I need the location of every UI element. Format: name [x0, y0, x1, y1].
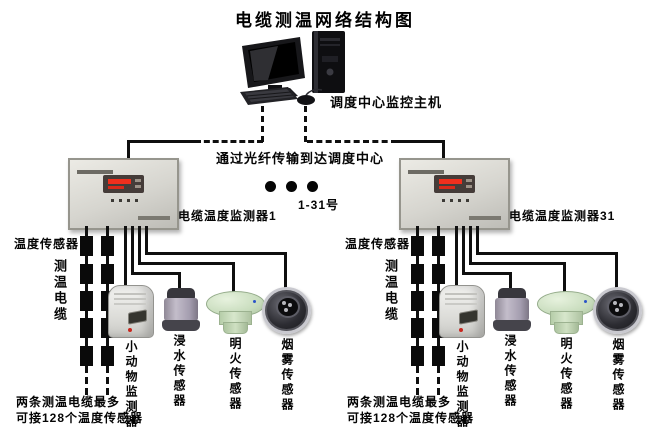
temperature-sensor-block	[101, 236, 114, 256]
connection-line-water	[178, 272, 181, 290]
capacity-note-line2: 可接128个温度传感器	[347, 411, 475, 425]
connection-line-animal	[455, 226, 458, 285]
temperature-sensor-block	[80, 236, 93, 256]
smoke-sensor-icon	[262, 287, 311, 334]
computer-icon	[240, 31, 345, 105]
water-sensor-icon	[493, 288, 531, 332]
connection-line-smoke	[615, 252, 618, 289]
measuring-cable	[432, 226, 445, 396]
flame-sensor-label: 明火传感器	[228, 337, 242, 412]
fiber-drop-monitor-31	[442, 140, 445, 159]
fiber-line-left-drop	[261, 106, 264, 142]
flame-sensor-icon	[537, 291, 596, 334]
temperature-monitor-device	[68, 158, 179, 230]
pir-sensor-icon	[439, 285, 485, 338]
smoke-sensor-label: 烟雾传感器	[280, 338, 294, 413]
ellipsis-label: 1-31号	[298, 198, 340, 212]
ellipsis-dot	[286, 181, 297, 192]
measuring-cable-label: 测温电缆	[52, 259, 67, 323]
connection-line-water	[462, 226, 465, 275]
connection-line-water	[462, 272, 512, 275]
temperature-sensor-block	[432, 236, 445, 256]
temperature-sensor-block	[432, 346, 445, 366]
fiber-line-right-dashed	[307, 140, 397, 143]
measuring-cable	[411, 226, 424, 396]
device-buttons	[111, 199, 114, 202]
temperature-sensor-block	[411, 318, 424, 338]
measuring-cable	[80, 226, 93, 396]
connection-line-smoke	[476, 252, 618, 255]
fiber-line-right-solid	[395, 140, 445, 143]
connection-line-water	[131, 272, 181, 275]
temperature-sensor-block	[80, 264, 93, 284]
fiber-line-left-solid	[128, 140, 196, 143]
temperature-sensor-block	[101, 264, 114, 284]
temperature-sensor-block	[432, 264, 445, 284]
connection-line-smoke	[476, 226, 479, 255]
temperature-sensor-block	[411, 346, 424, 366]
ellipsis-dot	[307, 181, 318, 192]
temp-sensor-label: 温度传感器	[345, 237, 411, 251]
connection-line-flame	[138, 262, 235, 265]
fiber-label: 通过光纤传输到达调度中心	[216, 151, 385, 166]
temperature-sensor-block	[80, 291, 93, 311]
animal-sensor-label: 小动物监测器	[455, 340, 469, 430]
device-tag	[469, 216, 501, 220]
device-model-text	[408, 170, 444, 174]
connection-line-water	[131, 226, 134, 275]
monitor-branch-1: 电缆温度监测器1 温度传感器 测温电缆	[0, 155, 322, 444]
capacity-note-line1: 两条测温电缆最多	[347, 395, 452, 409]
diagram-title: 电缆测温网络结构图	[235, 11, 415, 30]
pir-sensor-icon	[108, 285, 154, 338]
monitor-branch-31: 电缆温度监测器31 温度传感器 测温电缆	[331, 155, 650, 444]
fiber-line-left-dashed	[195, 140, 263, 143]
flame-sensor-label: 明火传感器	[559, 337, 573, 412]
connection-line-flame	[469, 226, 472, 265]
temperature-sensor-block	[411, 291, 424, 311]
connection-line-smoke	[284, 252, 287, 289]
device-buttons	[442, 199, 445, 202]
temperature-sensor-block	[101, 346, 114, 366]
temperature-monitor-device	[399, 158, 510, 230]
ellipsis-dot	[265, 181, 276, 192]
smoke-sensor-label: 烟雾传感器	[611, 338, 625, 413]
smoke-sensor-icon	[593, 287, 642, 334]
capacity-note-line1: 两条测温电缆最多	[16, 395, 121, 409]
flame-sensor-icon	[206, 291, 265, 334]
led-display	[434, 175, 475, 193]
temp-sensor-label: 温度传感器	[14, 237, 80, 251]
monitor-label: 电缆温度监测器1	[178, 209, 277, 223]
animal-sensor-label: 小动物监测器	[124, 340, 138, 430]
connection-line-flame	[563, 262, 566, 292]
host-computer-illustration	[238, 30, 350, 108]
connection-line-flame	[469, 262, 566, 265]
measuring-cable-label: 测温电缆	[383, 259, 398, 323]
water-sensor-label: 浸水传感器	[172, 334, 186, 409]
device-tag	[138, 216, 170, 220]
connection-line-smoke	[145, 226, 148, 255]
temperature-sensor-block	[411, 236, 424, 256]
connection-line-flame	[232, 262, 235, 292]
water-sensor-icon	[162, 288, 200, 332]
temperature-sensor-block	[80, 346, 93, 366]
water-sensor-label: 浸水传感器	[503, 334, 517, 409]
connection-line-water	[509, 272, 512, 290]
connection-line-smoke	[145, 252, 287, 255]
host-label: 调度中心监控主机	[330, 95, 443, 110]
capacity-note-line2: 可接128个温度传感器	[16, 411, 144, 425]
led-display	[103, 175, 144, 193]
connection-line-flame	[138, 226, 141, 265]
temperature-sensor-block	[411, 264, 424, 284]
monitor-label: 电缆温度监测器31	[509, 209, 616, 223]
fiber-drop-monitor-1	[127, 140, 130, 159]
connection-line-animal	[124, 226, 127, 285]
temperature-sensor-block	[80, 318, 93, 338]
fiber-line-right-drop	[304, 106, 307, 142]
device-model-text	[77, 170, 113, 174]
